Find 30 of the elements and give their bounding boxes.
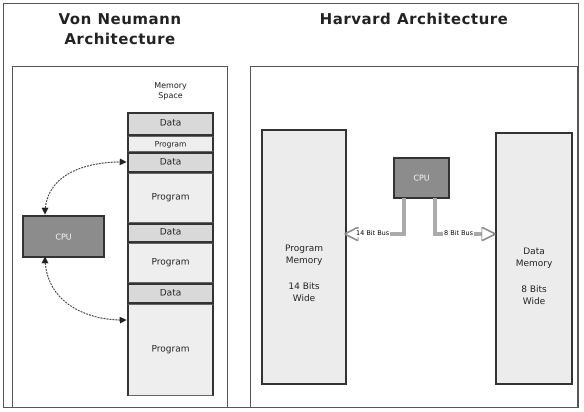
panel-title: Harvard Architecture (318, 9, 510, 29)
block-label: Data (158, 120, 182, 128)
program-block (127, 173, 214, 223)
block-label: Data (158, 228, 182, 238)
program-block (127, 243, 214, 283)
cpu-box (393, 157, 450, 199)
data-block (127, 283, 214, 304)
width-label: 8 Bits Wide (520, 284, 548, 308)
memory-box (495, 132, 573, 385)
block-label: Program (150, 194, 190, 202)
cpu-label: CPU (54, 232, 73, 241)
program-block (127, 304, 214, 396)
data-block (127, 152, 214, 173)
cpu-label: CPU (412, 174, 431, 182)
memory-label: Data Memory (514, 246, 554, 270)
block-label: Data (158, 158, 182, 167)
memory-label: Program Memory (284, 243, 324, 267)
block-label: Program (150, 258, 190, 268)
block-label: Program (150, 346, 190, 354)
arrow (42, 158, 127, 215)
width-label: 14 Bits Wide (287, 281, 321, 305)
block-label: Data (158, 289, 182, 298)
panel-title: Von Neumann Architecture (57, 9, 182, 49)
arrow (42, 256, 127, 324)
column-heading: Memory Space (153, 81, 188, 101)
data-block (127, 223, 214, 243)
program-block (127, 136, 214, 152)
cpu-box (22, 215, 105, 258)
data-block (127, 112, 214, 136)
memory-box (261, 129, 347, 385)
